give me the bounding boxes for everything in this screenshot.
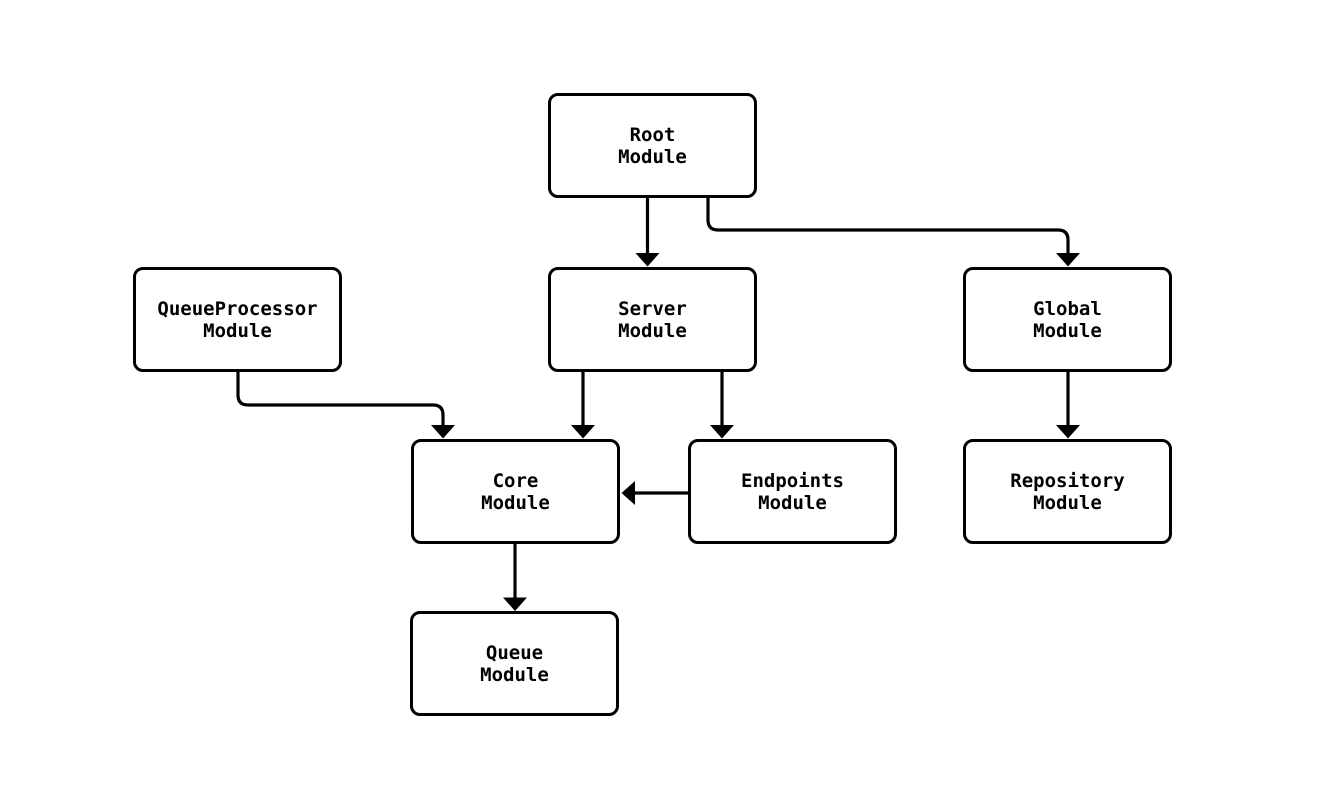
node-label: Queue Module <box>480 641 549 686</box>
arrowhead-down-icon <box>503 597 527 611</box>
edge-server-to-core <box>571 371 595 439</box>
edge-server-to-endpoints <box>710 371 734 439</box>
node-root-module: Root Module <box>548 93 757 198</box>
arrowhead-down-icon <box>1056 425 1080 439</box>
node-label: Global Module <box>1033 297 1102 342</box>
node-queue-module: Queue Module <box>410 611 619 716</box>
arrowhead-down-icon <box>710 425 734 439</box>
edge-global-to-repository <box>1056 371 1080 439</box>
node-label: QueueProcessor Module <box>157 297 318 342</box>
edge-endpoints-to-core <box>621 481 688 505</box>
node-label: Root Module <box>618 123 687 168</box>
node-queueprocessor-module: QueueProcessor Module <box>133 267 342 372</box>
arrowhead-down-icon <box>1056 253 1080 267</box>
node-label: Endpoints Module <box>741 469 844 514</box>
edge-line <box>706 198 1070 253</box>
node-label: Repository Module <box>1010 469 1125 514</box>
arrowhead-left-icon <box>621 481 635 505</box>
edge-root-to-global <box>706 198 1080 267</box>
node-core-module: Core Module <box>411 439 620 544</box>
edge-core-to-queue <box>503 543 527 611</box>
node-endpoints-module: Endpoints Module <box>688 439 897 544</box>
arrowhead-down-icon <box>431 425 455 439</box>
arrowhead-down-icon <box>635 253 660 267</box>
node-label: Core Module <box>481 469 550 514</box>
node-repository-module: Repository Module <box>963 439 1172 544</box>
edge-line <box>236 372 445 425</box>
arrowhead-down-icon <box>571 425 595 439</box>
node-label: Server Module <box>618 297 687 342</box>
edge-root-to-server <box>635 198 660 267</box>
node-global-module: Global Module <box>963 267 1172 372</box>
edge-queueprocessor-to-core <box>236 372 455 439</box>
node-server-module: Server Module <box>548 267 757 372</box>
